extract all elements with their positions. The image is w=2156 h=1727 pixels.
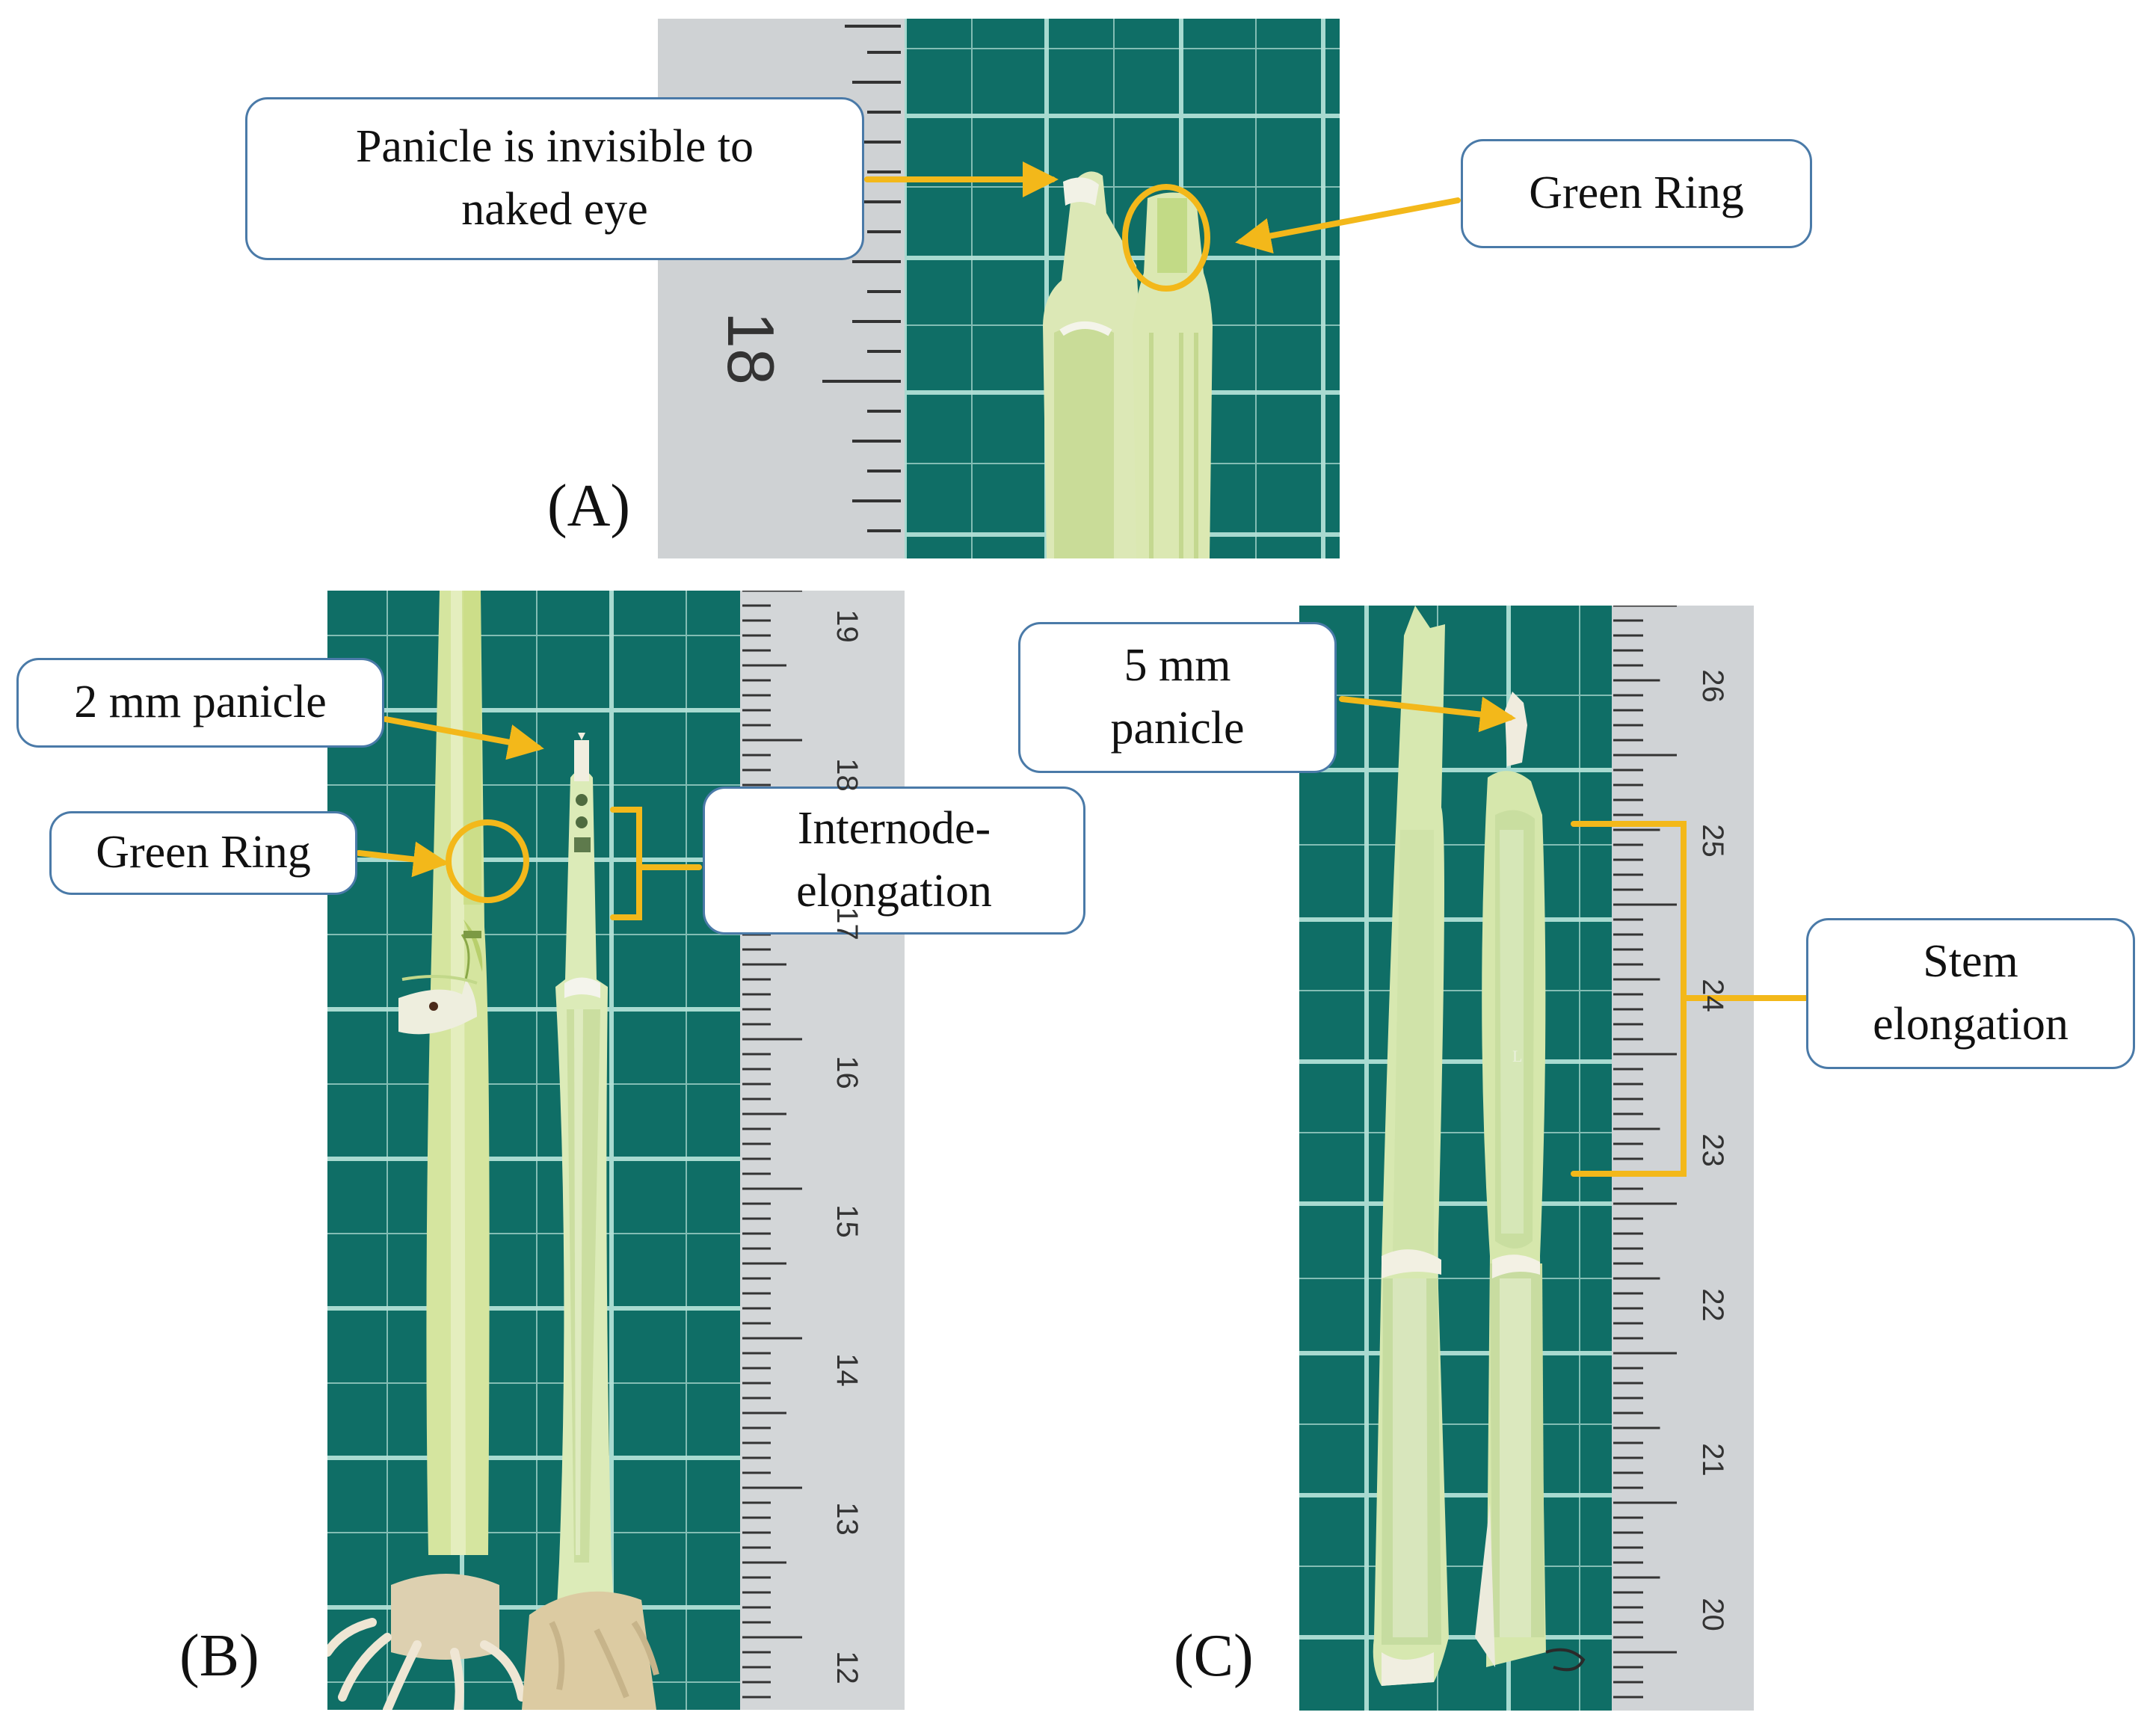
ruler-number-c: 26	[1695, 669, 1729, 703]
callout-2mm-panicle: 2 mm panicle	[16, 658, 384, 748]
callout-green-ring-b: Green Ring	[49, 811, 357, 895]
green-ring-circle-a	[1122, 184, 1210, 292]
bracket-stem	[1571, 821, 1811, 1177]
ruler-number-c: 23	[1695, 1133, 1729, 1167]
ruler-number-b: 13	[830, 1502, 863, 1536]
ruler-number-b: 17	[830, 907, 863, 941]
callout-stem-elongation: Stem elongation	[1806, 918, 2135, 1069]
arrow-c-panicle	[1339, 696, 1516, 733]
ruler-number-c: 21	[1695, 1443, 1729, 1477]
ruler-number-b: 19	[830, 609, 863, 643]
callout-panicle-invisible: Panicle is invisible to naked eye	[245, 97, 864, 260]
ruler-number-a: 18	[713, 312, 788, 385]
svg-text:L: L	[1512, 1047, 1522, 1065]
green-ring-circle-b	[446, 819, 529, 903]
ruler-number-b: 18	[830, 758, 863, 792]
callout-5mm-panicle: 5 mm panicle	[1018, 622, 1337, 773]
ruler-number-b: 14	[830, 1353, 863, 1387]
bracket-internode	[610, 807, 702, 920]
ruler-number-c: 22	[1695, 1288, 1729, 1322]
panel-label-b: (B)	[179, 1623, 259, 1689]
arrow-b-panicle	[383, 716, 544, 760]
callout-internode-elongation: Internode- elongation	[703, 786, 1085, 935]
ruler-number-c: 20	[1695, 1598, 1729, 1631]
callout-green-ring-a: Green Ring	[1461, 139, 1812, 248]
ruler-number-b: 16	[830, 1056, 863, 1089]
panel-b-photo	[327, 591, 905, 1710]
ruler-number-c: 24	[1695, 979, 1729, 1012]
panel-label-c: (C)	[1174, 1623, 1254, 1689]
ruler-number-c: 25	[1695, 824, 1729, 858]
arrow-a-green-ring	[1235, 197, 1461, 254]
arrow-b-green-ring	[356, 841, 449, 878]
panel-label-a: (A)	[547, 473, 631, 539]
ruler-number-b: 15	[830, 1204, 863, 1238]
panel-c-photo: L	[1299, 606, 1754, 1711]
ruler-number-b: 12	[830, 1651, 863, 1684]
